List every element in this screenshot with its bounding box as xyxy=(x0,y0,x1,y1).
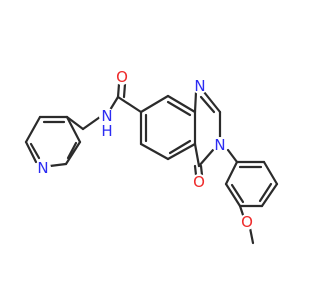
b-n1-c5 xyxy=(193,90,198,114)
b-c2p-c3p-inner xyxy=(230,183,245,204)
b-c5-c6 xyxy=(166,94,197,114)
b-c1p-c2p xyxy=(224,160,239,186)
b-c4p-c5p-inner xyxy=(258,182,273,203)
b-n-ch2 xyxy=(81,115,102,131)
b-c2p-c3p xyxy=(224,182,242,208)
quinazoline-n3-atom: N xyxy=(212,136,228,154)
amide-n-label: N xyxy=(101,107,112,125)
chemical-structure: O N H N N N O O xyxy=(24,68,279,245)
b-c5-c6-inner xyxy=(166,100,192,117)
b-c2-n1-inner xyxy=(199,95,216,114)
amide-oxygen-atom: O xyxy=(114,68,130,86)
b-c6-c7 xyxy=(139,94,170,114)
methoxy-oxygen-atom: O xyxy=(239,213,255,231)
b-c2-c3 xyxy=(65,115,82,144)
b-camide-o-2 xyxy=(122,82,127,99)
quinazoline-n3-label: N xyxy=(214,136,225,154)
amide-h-label: H xyxy=(101,122,112,140)
b-c8-c8a xyxy=(139,142,170,161)
b-c8a-c4a xyxy=(166,142,197,161)
methoxy-oxygen-label: O xyxy=(241,213,253,231)
b-n3-c1p xyxy=(226,148,239,164)
b-c7-camide xyxy=(116,95,143,114)
atom-labels: O N H N N N O O xyxy=(35,68,255,231)
b-camide-o-1 xyxy=(116,82,121,99)
b-c5-c6 xyxy=(24,140,38,164)
bond-skeleton xyxy=(24,82,279,245)
pyridine-nitrogen-atom: N xyxy=(35,159,51,177)
b-c4a-c4 xyxy=(193,142,201,168)
b-n-c2-inner xyxy=(66,141,78,160)
b-c8a-c4a-inner xyxy=(168,139,192,155)
b-c4-o-1 xyxy=(193,164,198,177)
b-ch2-c3 xyxy=(65,115,85,131)
b-camide-n xyxy=(108,95,120,112)
b-c4-o-2 xyxy=(199,164,204,177)
b-c5p-c6p xyxy=(262,160,279,186)
b-o-ch3 xyxy=(248,226,255,245)
b-c5-c6-inner xyxy=(29,142,41,160)
b-n-c2 xyxy=(64,140,82,166)
b-c4-c5 xyxy=(24,115,42,144)
amide-nh-atom: N H xyxy=(99,107,115,140)
b-c6-n xyxy=(48,162,68,168)
pyridine-nitrogen-label: N xyxy=(37,159,48,177)
amide-oxygen-label: O xyxy=(116,68,128,86)
b-c4p-c5p xyxy=(260,182,279,208)
b-c4-n3 xyxy=(197,148,215,168)
quinazoline-n1-atom: N xyxy=(192,77,208,95)
quinazoline-n1-label: N xyxy=(194,77,205,95)
carbonyl-oxygen-label: O xyxy=(193,173,205,191)
b-c2-n1 xyxy=(202,90,222,114)
b-c3p-o xyxy=(238,204,245,217)
carbonyl-oxygen-atom: O xyxy=(191,173,207,191)
